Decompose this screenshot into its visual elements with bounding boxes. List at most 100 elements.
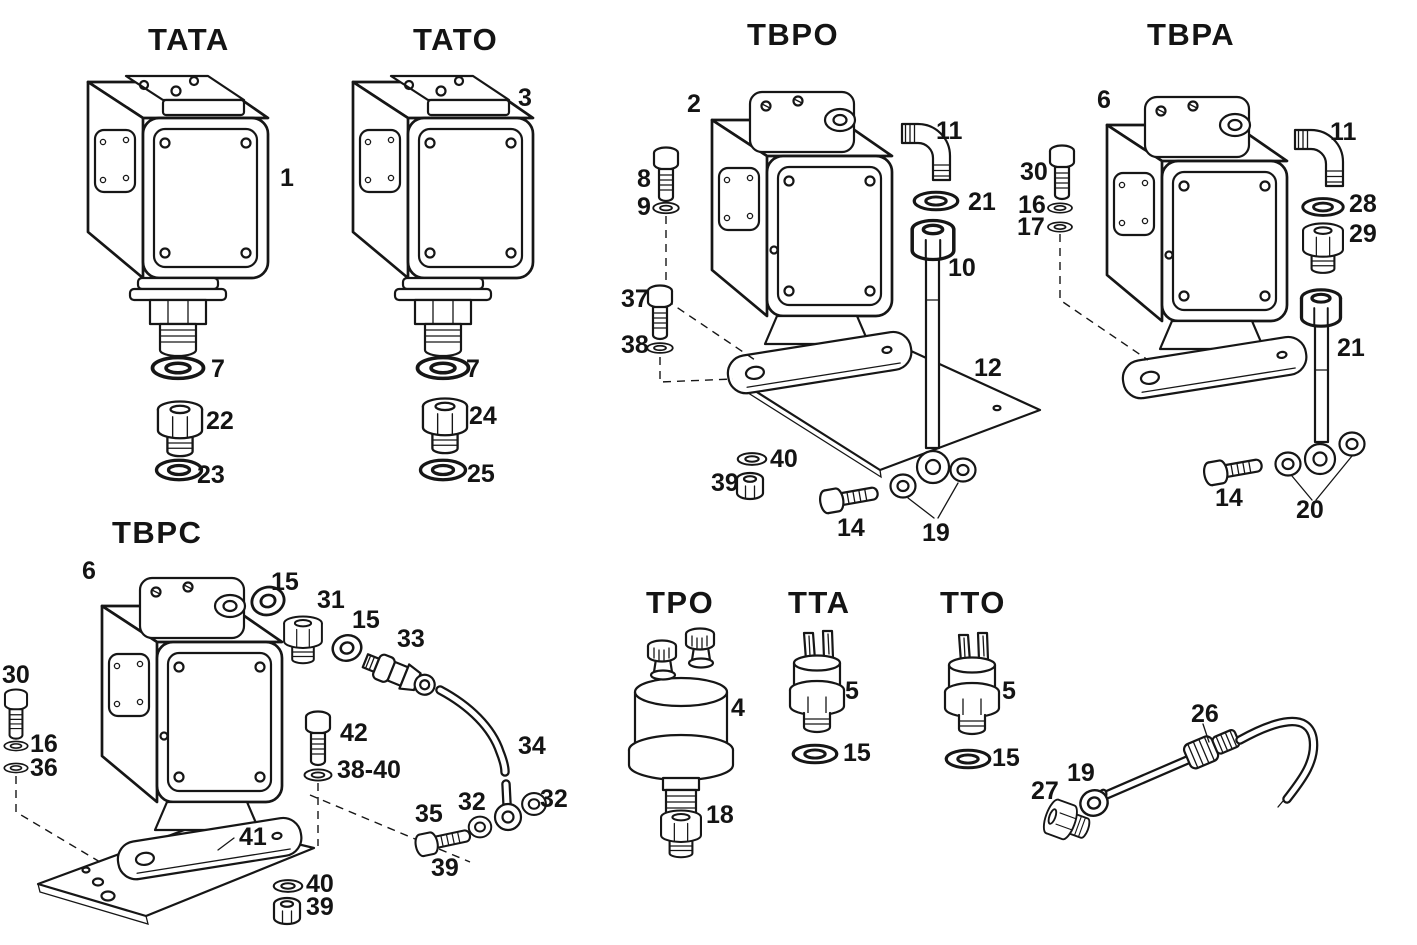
tbpo-callout-2: 2 bbox=[687, 90, 701, 118]
hose-callout-26: 26 bbox=[1191, 700, 1219, 728]
tbpo-callout-12: 12 bbox=[974, 354, 1002, 382]
tbpo-callout-14: 14 bbox=[837, 514, 865, 542]
tbpc-washer-36 bbox=[3, 762, 29, 774]
tbpc-callout-41: 41 bbox=[239, 823, 267, 851]
tto-washer-15 bbox=[944, 748, 992, 770]
tbpa-washer-28 bbox=[1301, 197, 1345, 217]
tbpo-bolt-14 bbox=[817, 480, 881, 516]
hose-callout-19: 19 bbox=[1067, 759, 1095, 787]
tto-switch-illustration bbox=[943, 631, 1001, 736]
tbpo-callout-9: 9 bbox=[637, 193, 651, 221]
tato-callout-7: 7 bbox=[466, 355, 480, 383]
tbpo-callout-38: 38 bbox=[621, 331, 649, 359]
tbpa-callout-29: 29 bbox=[1349, 220, 1377, 248]
group-tbpa: TBPA 6 30 16 17 11 28 29 21 14 20 bbox=[1017, 17, 1377, 524]
tto-title: TTO bbox=[940, 585, 1006, 620]
tbpc-callout-32l: 32 bbox=[458, 788, 486, 816]
hose-callout-27: 27 bbox=[1031, 777, 1059, 805]
tata-title: TATA bbox=[148, 22, 230, 57]
tbpo-callout-19: 19 bbox=[922, 519, 950, 547]
tbpo-rod-10 bbox=[910, 218, 956, 485]
tbpo-callout-10: 10 bbox=[948, 254, 976, 282]
tpo-callout-18: 18 bbox=[706, 801, 734, 829]
tbpc-washer-15b bbox=[328, 630, 366, 666]
tbpc-bolt-35 bbox=[412, 823, 474, 859]
tbpc-washer-32l bbox=[467, 815, 493, 839]
hose-leader-26 bbox=[1202, 723, 1210, 743]
group-tata: TATA 1 7 22 23 bbox=[86, 22, 294, 489]
tbpa-union-29 bbox=[1302, 222, 1344, 274]
tbpc-device-illustration bbox=[100, 576, 306, 884]
tbpa-callout-11: 11 bbox=[1330, 118, 1357, 146]
tbpc-tube-34 bbox=[435, 685, 523, 832]
tbpo-bracket-19 bbox=[907, 482, 959, 519]
tbpa-callout-17: 17 bbox=[1017, 213, 1045, 241]
tato-washer-7 bbox=[415, 355, 471, 381]
tbpc-callout-39b: 39 bbox=[306, 893, 334, 921]
tbpo-title: TBPO bbox=[747, 17, 839, 52]
tbpo-callout-11: 11 bbox=[936, 117, 963, 145]
tata-callout-23: 23 bbox=[197, 461, 225, 489]
tbpa-callout-16: 16 bbox=[1018, 191, 1046, 219]
tbpc-callout-6: 6 bbox=[82, 557, 96, 585]
tbpc-callout-33: 33 bbox=[397, 625, 425, 653]
tpo-terminal-left bbox=[646, 639, 678, 681]
tbpa-device-illustration bbox=[1105, 95, 1311, 403]
tbpc-callout-15b: 15 bbox=[352, 606, 380, 634]
tbpa-washer-16 bbox=[1047, 202, 1073, 214]
tato-device-illustration bbox=[351, 74, 535, 358]
tbpa-callout-28: 28 bbox=[1349, 190, 1377, 218]
tato-seal-25 bbox=[418, 458, 468, 482]
tbpa-callout-21: 21 bbox=[1337, 334, 1365, 362]
tbpa-bolt-30 bbox=[1048, 144, 1076, 201]
tbpa-callout-30: 30 bbox=[1020, 158, 1048, 186]
tpo-nut-18 bbox=[660, 809, 702, 859]
tbpc-callout-34: 34 bbox=[518, 732, 546, 760]
tbpo-leader-dash-2 bbox=[659, 357, 734, 383]
tbpc-callout-32r: 32 bbox=[540, 785, 568, 813]
tbpo-callout-37: 37 bbox=[621, 285, 649, 313]
tbpc-callout-16: 16 bbox=[30, 730, 58, 758]
tbpa-callout-20: 20 bbox=[1296, 496, 1324, 524]
tbpc-callout-40: 40 bbox=[306, 870, 334, 898]
tbpc-title: TBPC bbox=[112, 515, 202, 550]
tbpc-bolt-42 bbox=[304, 710, 332, 767]
tbpc-union-33 bbox=[361, 653, 436, 696]
group-tbpc: TBPC 6 15 31 15 33 30 16 36 42 38-40 34 … bbox=[2, 515, 568, 926]
tpo-sender-illustration bbox=[627, 627, 735, 819]
tbpo-washer-40 bbox=[736, 452, 768, 466]
tbpo-washer-21 bbox=[912, 190, 960, 212]
tbpo-bolt-37 bbox=[646, 284, 674, 341]
tata-plug-22 bbox=[156, 400, 204, 458]
tato-plug-24 bbox=[421, 397, 469, 455]
tata-callout-1: 1 bbox=[280, 164, 294, 192]
tta-washer-15 bbox=[791, 743, 839, 765]
tbpc-callout-38-40: 38-40 bbox=[337, 756, 401, 784]
tto-callout-15: 15 bbox=[992, 744, 1020, 772]
hose-tube-26 bbox=[1096, 716, 1319, 808]
tbpo-callout-39: 39 bbox=[711, 469, 739, 497]
group-tpo: TPO 4 18 bbox=[627, 585, 745, 859]
tbpc-bolt-30 bbox=[3, 688, 29, 740]
tbpo-washer-19a bbox=[889, 473, 917, 499]
group-tto: TTO 5 15 bbox=[940, 585, 1020, 772]
tbpc-callout-15a: 15 bbox=[271, 568, 299, 596]
tbpa-rod-21 bbox=[1299, 288, 1343, 476]
tata-seal-23 bbox=[154, 458, 204, 482]
tbpc-nut-39 bbox=[272, 896, 302, 926]
tbpo-washer-19b bbox=[949, 457, 977, 483]
tpo-terminal-right bbox=[684, 627, 716, 669]
tbpc-leader-dash-1 bbox=[15, 776, 101, 863]
tbpo-device-illustration bbox=[710, 90, 916, 398]
tato-callout-25: 25 bbox=[467, 460, 495, 488]
tbpo-callout-21: 21 bbox=[968, 188, 996, 216]
tbpa-washer-20a bbox=[1274, 451, 1302, 477]
tata-device-illustration bbox=[86, 74, 270, 358]
tta-title: TTA bbox=[788, 585, 850, 620]
tbpa-bolt-14 bbox=[1201, 452, 1265, 488]
tata-callout-22: 22 bbox=[206, 407, 234, 435]
tata-washer-7 bbox=[150, 355, 206, 381]
tpo-title: TPO bbox=[646, 585, 714, 620]
tbpo-callout-8: 8 bbox=[637, 165, 651, 193]
tbpo-nut-39 bbox=[735, 471, 765, 501]
